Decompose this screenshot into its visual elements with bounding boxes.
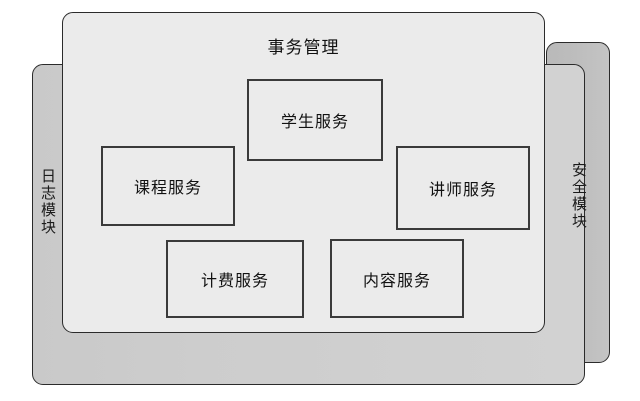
layer-log-module-label: 日志模块 — [39, 168, 55, 236]
layer-security-module-label: 安全模块 — [570, 162, 586, 230]
service-box-content: 内容服务 — [330, 239, 464, 318]
diagram-title: 事务管理 — [267, 38, 340, 57]
service-box-billing: 计费服务 — [166, 240, 304, 318]
service-box-course: 课程服务 — [101, 146, 235, 226]
service-box-student: 学生服务 — [247, 79, 383, 161]
service-box-teacher: 讲师服务 — [396, 146, 530, 230]
